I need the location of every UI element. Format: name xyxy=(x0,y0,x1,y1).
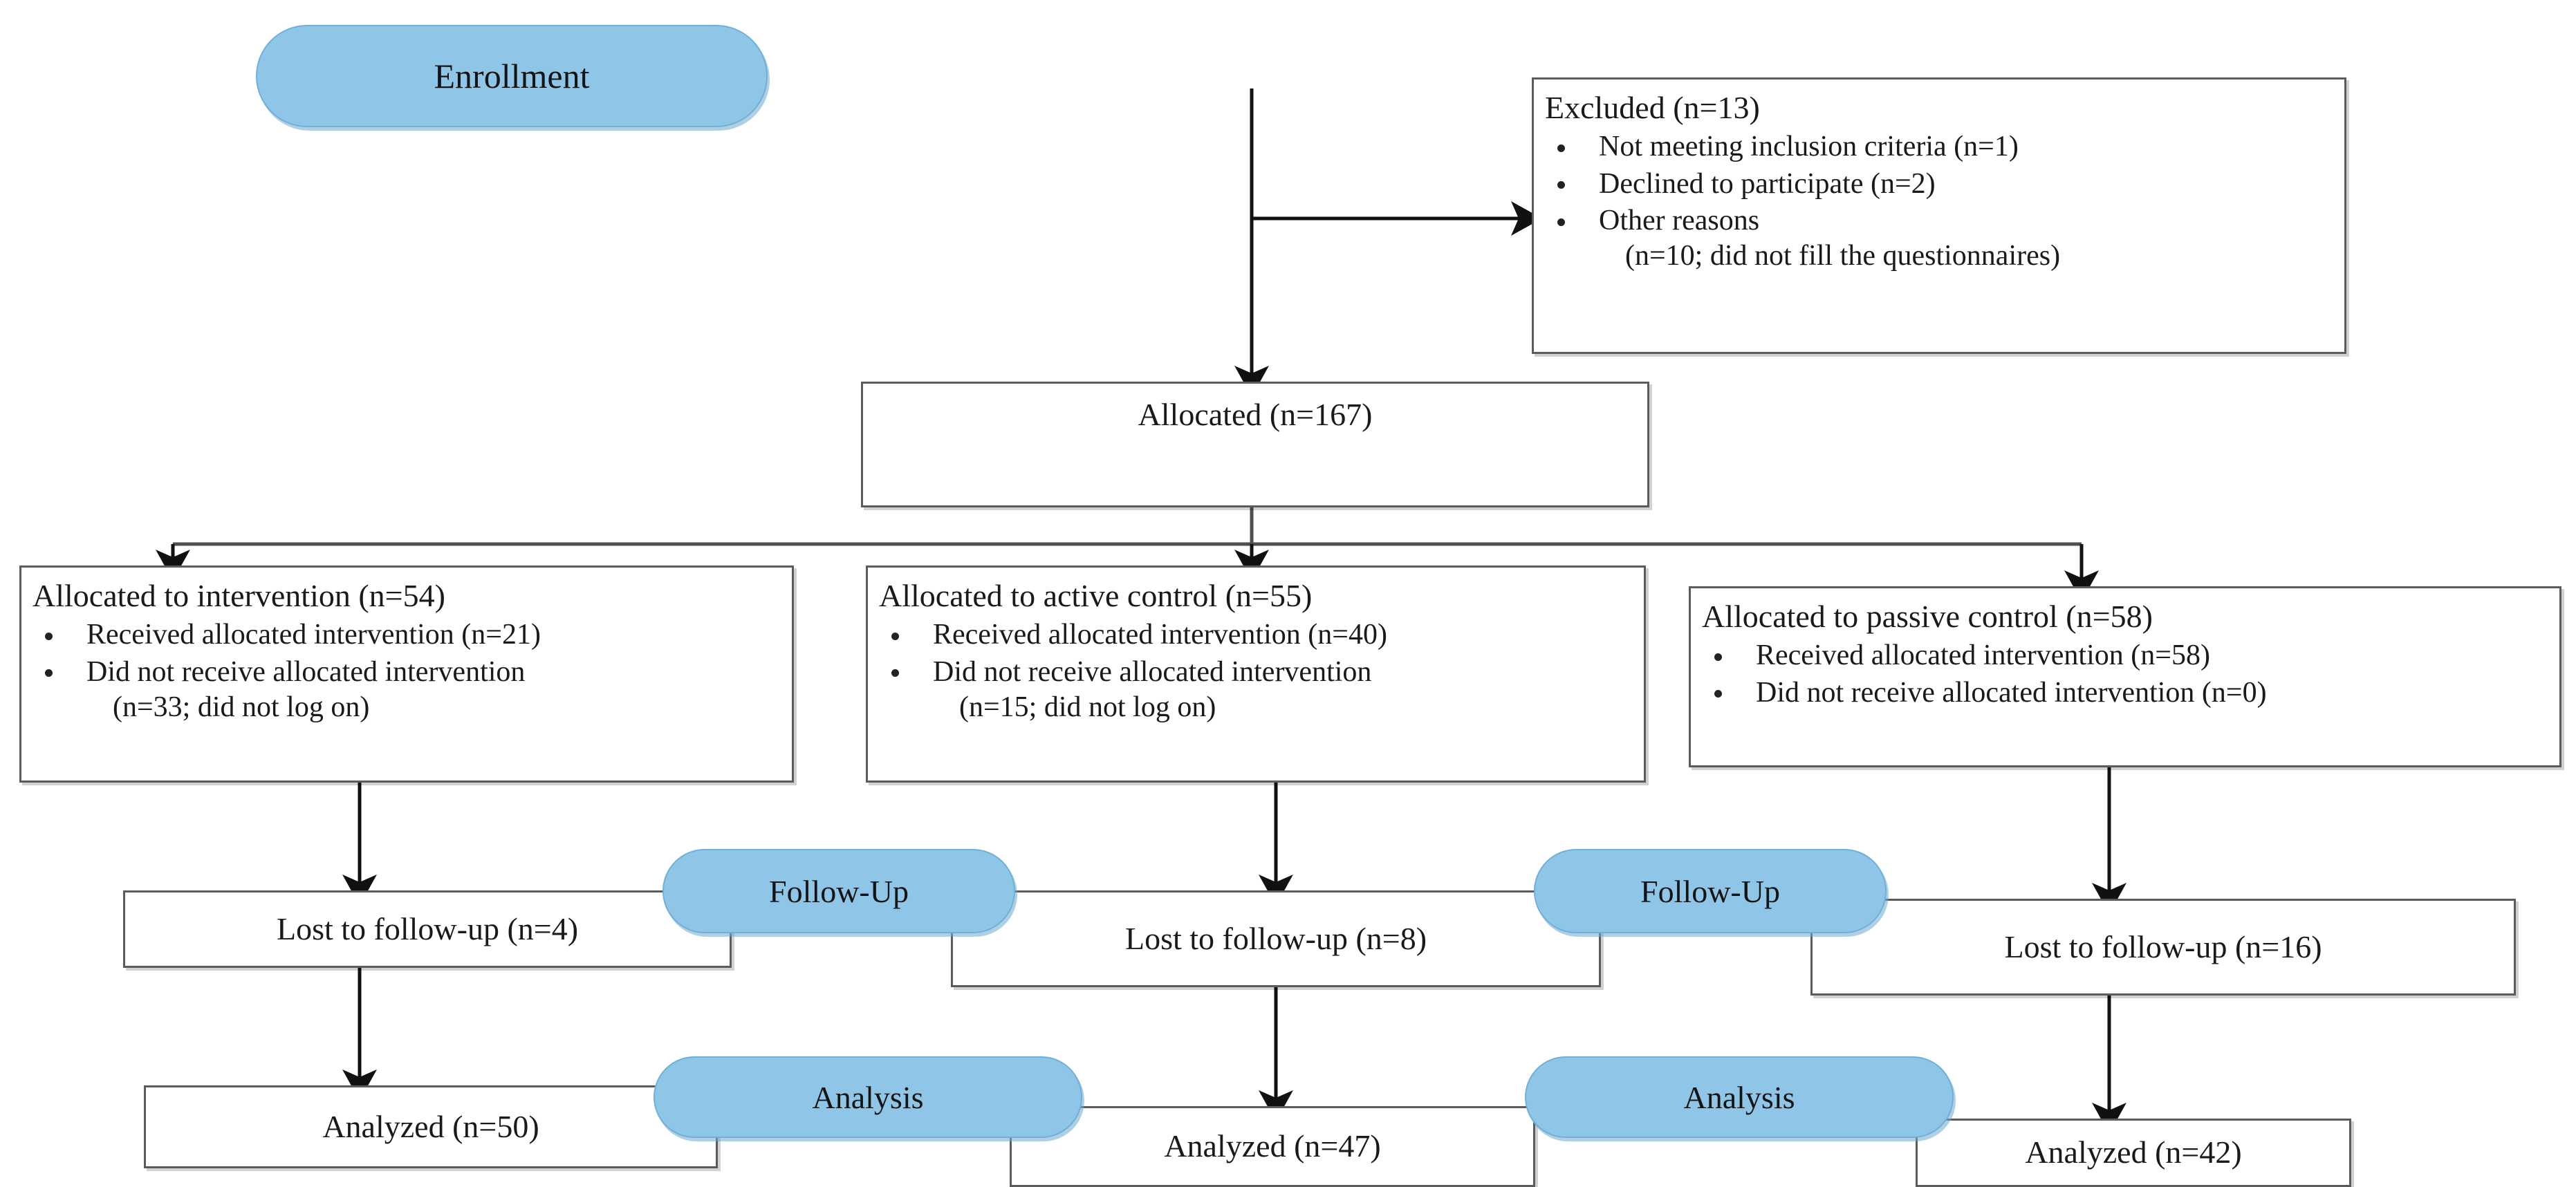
arm-bullet-list: Received allocated intervention (n=58) D… xyxy=(1702,638,2548,710)
list-item: Received allocated intervention (n=21) xyxy=(33,617,781,653)
list-item: Not meeting inclusion criteria (n=1) xyxy=(1545,129,2333,165)
lost-box-active-control: Lost to follow-up (n=8) xyxy=(951,890,1601,987)
stage-pill-followup-2-label: Follow-Up xyxy=(1640,873,1780,909)
arm-heading: Allocated to passive control (n=58) xyxy=(1702,599,2153,634)
lost-box-passive-control: Lost to follow-up (n=16) xyxy=(1810,899,2516,996)
arm-bullet-continuation: (n=33; did not log on) xyxy=(113,691,370,723)
stage-pill-analysis-2: Analysis xyxy=(1525,1056,1954,1138)
arm-bullet-text: Did not receive allocated intervention (… xyxy=(1756,676,2267,709)
excluded-reason-text: Other reasons xyxy=(1599,204,1760,236)
allocated-label: Allocated (n=167) xyxy=(1138,397,1373,432)
bullet-dot-icon xyxy=(891,669,899,677)
analyzed-box-intervention: Analyzed (n=50) xyxy=(144,1085,718,1168)
analyzed-box-active-control: Analyzed (n=47) xyxy=(1010,1106,1535,1187)
excluded-reason-continuation: (n=10; did not fill the questionnaires) xyxy=(1625,239,2061,272)
analyzed-label: Analyzed (n=42) xyxy=(2025,1134,2242,1170)
bullet-dot-icon xyxy=(1714,653,1722,662)
arm-heading: Allocated to intervention (n=54) xyxy=(33,578,445,613)
excluded-box: Excluded (n=13) Not meeting inclusion cr… xyxy=(1532,77,2346,354)
excluded-heading: Excluded (n=13) xyxy=(1545,90,1760,125)
stage-pill-followup-2: Follow-Up xyxy=(1534,849,1887,933)
excluded-reason-list: Not meeting inclusion criteria (n=1) Dec… xyxy=(1545,129,2333,274)
excluded-reason-text: Not meeting inclusion criteria (n=1) xyxy=(1599,131,2019,163)
arm-box-active-control: Allocated to active control (n=55) Recei… xyxy=(866,566,1646,783)
list-item: Other reasons (n=10; did not fill the qu… xyxy=(1545,203,2333,274)
bullet-dot-icon xyxy=(45,669,53,677)
list-item: Did not receive allocated intervention (… xyxy=(33,655,781,725)
analyzed-box-passive-control: Analyzed (n=42) xyxy=(1916,1119,2351,1187)
bullet-dot-icon xyxy=(891,633,899,641)
arm-bullet-text: Did not receive allocated intervention xyxy=(933,655,1372,688)
arm-bullet-text: Received allocated intervention (n=21) xyxy=(86,619,541,651)
arm-heading: Allocated to active control (n=55) xyxy=(879,578,1313,613)
allocated-box: Allocated (n=167) xyxy=(861,382,1649,507)
excluded-reason-text: Declined to participate (n=2) xyxy=(1599,167,1936,200)
bullet-dot-icon xyxy=(1557,144,1565,153)
stage-pill-enrollment-label: Enrollment xyxy=(434,57,590,95)
list-item: Did not receive allocated intervention (… xyxy=(879,655,1633,725)
bullet-dot-icon xyxy=(1714,690,1722,698)
arm-bullet-list: Received allocated intervention (n=21) D… xyxy=(33,617,781,725)
arm-bullet-text: Received allocated intervention (n=58) xyxy=(1756,639,2210,672)
list-item: Received allocated intervention (n=40) xyxy=(879,617,1633,653)
arm-bullet-text: Received allocated intervention (n=40) xyxy=(933,619,1387,651)
lost-box-intervention: Lost to follow-up (n=4) xyxy=(123,890,732,968)
lost-label: Lost to follow-up (n=8) xyxy=(1124,920,1427,956)
list-item: Declined to participate (n=2) xyxy=(1545,167,2333,202)
stage-pill-enrollment: Enrollment xyxy=(256,25,768,127)
bullet-dot-icon xyxy=(1557,181,1565,189)
analyzed-label: Analyzed (n=50) xyxy=(322,1108,539,1144)
bullet-dot-icon xyxy=(45,633,53,641)
arm-bullet-text: Did not receive allocated intervention xyxy=(86,655,526,688)
analyzed-label: Analyzed (n=47) xyxy=(1164,1128,1381,1164)
arm-box-passive-control: Allocated to passive control (n=58) Rece… xyxy=(1689,586,2561,767)
stage-pill-analysis-2-label: Analysis xyxy=(1683,1079,1795,1115)
stage-pill-analysis-1-label: Analysis xyxy=(812,1079,924,1115)
arm-bullet-list: Received allocated intervention (n=40) D… xyxy=(879,617,1633,725)
stage-pill-analysis-1: Analysis xyxy=(654,1056,1082,1138)
arm-box-intervention: Allocated to intervention (n=54) Receive… xyxy=(19,566,794,783)
bullet-dot-icon xyxy=(1557,218,1565,226)
arm-bullet-continuation: (n=15; did not log on) xyxy=(959,691,1216,723)
lost-label: Lost to follow-up (n=4) xyxy=(276,910,579,946)
stage-pill-followup-1-label: Follow-Up xyxy=(769,873,909,909)
lost-label: Lost to follow-up (n=16) xyxy=(2004,928,2322,964)
list-item: Received allocated intervention (n=58) xyxy=(1702,638,2548,673)
stage-pill-followup-1: Follow-Up xyxy=(662,849,1015,933)
list-item: Did not receive allocated intervention (… xyxy=(1702,675,2548,711)
